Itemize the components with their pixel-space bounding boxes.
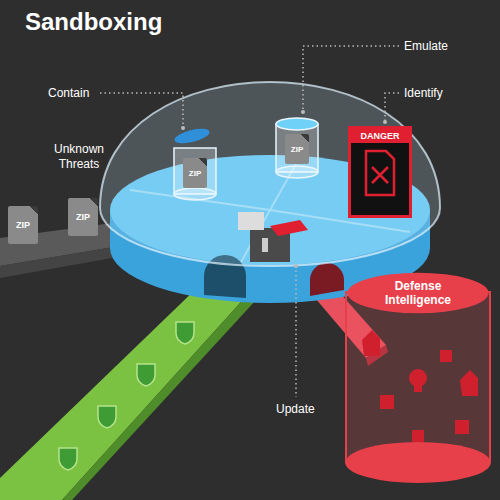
leader-line [385, 93, 399, 122]
jar-base [174, 188, 216, 200]
emulate-jar [276, 124, 318, 172]
skull-icon [409, 369, 427, 387]
defense-cylinder [346, 292, 490, 482]
callout-label: Emulate [404, 39, 448, 54]
file-label: ZIP [291, 145, 303, 154]
zip-file-icon: ZIP [183, 158, 207, 188]
contain-jar [174, 148, 216, 194]
trojan-horse-icon [460, 370, 478, 396]
green-conveyor-side [62, 292, 256, 500]
jar-base [276, 166, 318, 178]
leader-dot [294, 264, 298, 268]
callout-label: Identify [404, 86, 443, 101]
file-label: ZIP [16, 220, 30, 230]
safe-shield [59, 448, 77, 470]
safe-shield [176, 322, 194, 344]
malware-file-symbol [351, 143, 409, 203]
document-sheet [238, 212, 264, 230]
zip-file-icon: ZIP [8, 206, 38, 244]
safe-shield [98, 406, 116, 428]
leader-dot [181, 126, 185, 130]
sign-text: DANGER [351, 131, 409, 141]
node-label: Defense Intelligence [370, 279, 466, 307]
trojan-horse-icon [362, 330, 380, 356]
jar-lid [276, 118, 318, 130]
update-lid [270, 220, 308, 236]
zip-file-icon: ZIP [68, 198, 98, 236]
jar-lid [173, 126, 211, 146]
zip-file-icon: ZIP [285, 134, 309, 164]
leader-line [100, 93, 183, 128]
threat-cube [412, 430, 424, 442]
cylinder-base [346, 442, 490, 482]
green-conveyor [0, 285, 250, 500]
file-label: ZIP [189, 169, 201, 178]
leader-dot [301, 110, 305, 114]
safe-shield [137, 364, 155, 386]
update-slot [262, 238, 268, 252]
sign-band: DANGER [351, 129, 409, 143]
red-tunnel [310, 263, 344, 296]
callout-label: Contain [48, 86, 89, 101]
threat-cube [440, 350, 452, 362]
skull-icon [414, 386, 422, 392]
leader-line [295, 266, 297, 397]
callout-label: Update [276, 402, 315, 417]
threat-cube [380, 395, 394, 409]
cylinder-top-ellipse [347, 273, 488, 313]
callout-label: Unknown Threats [44, 142, 114, 172]
leader-dot [383, 120, 387, 124]
sandbox-dome [100, 82, 440, 266]
file-label: ZIP [76, 212, 90, 222]
danger-sign: DANGER [348, 126, 412, 218]
threat-cube [455, 420, 469, 434]
malware-file-symbol [366, 151, 394, 195]
defense-intelligence-top: Defense Intelligence [346, 272, 490, 314]
diagram-title: Sandboxing [25, 8, 162, 36]
